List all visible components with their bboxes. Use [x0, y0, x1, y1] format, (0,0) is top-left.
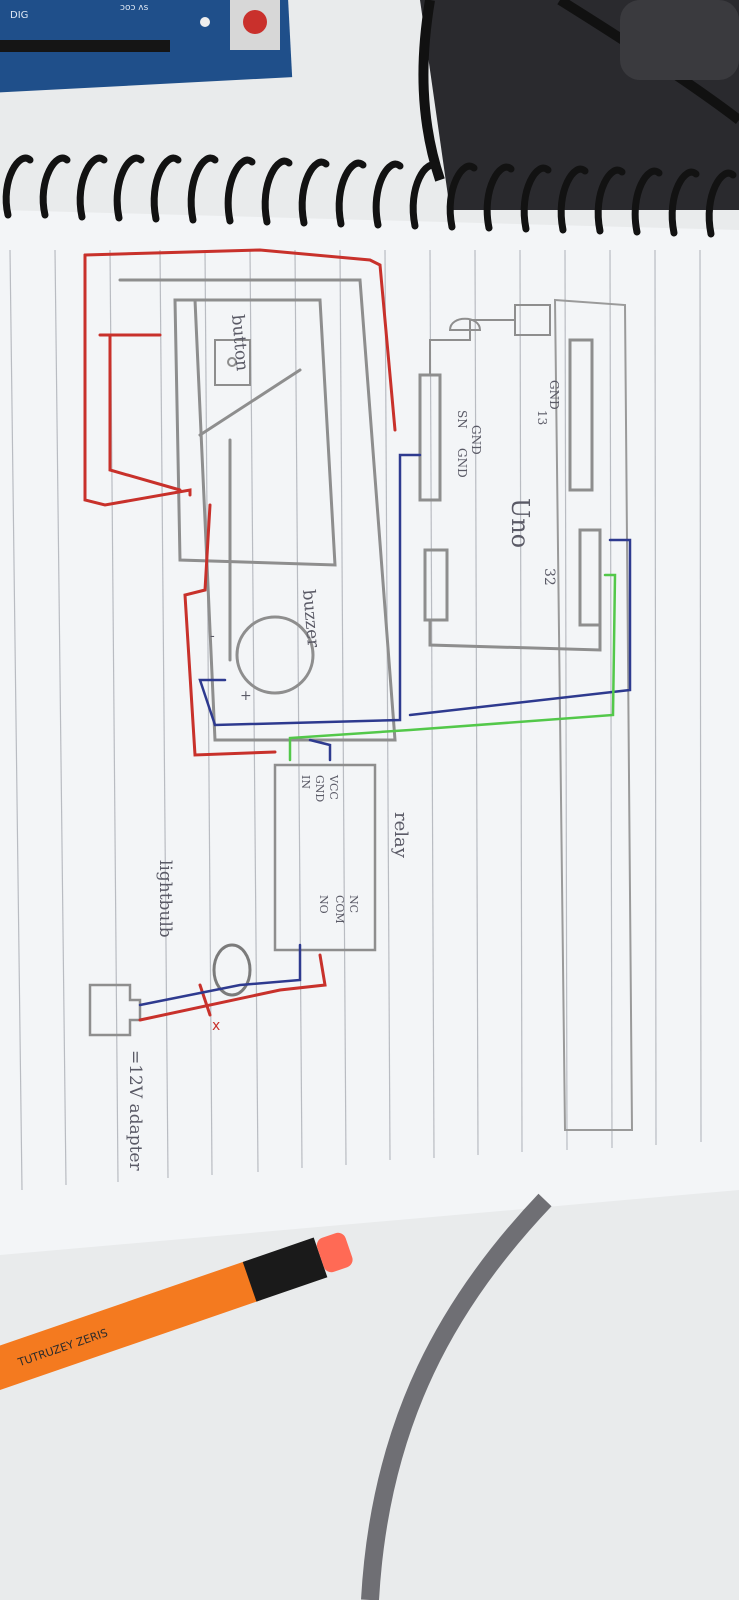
ruled-lines	[9, 249, 702, 1191]
adapter-label: =12V adapter	[125, 1050, 145, 1171]
relay-label: relay	[390, 812, 411, 859]
blue-wires	[138, 453, 632, 1007]
wiring-sketch	[88, 278, 634, 1131]
header-pin-gnd-2: GND	[455, 448, 469, 478]
plus-mark: +	[240, 688, 252, 704]
relay-pin-nc: NC	[347, 895, 360, 913]
board-small-label: ɔoɔ ʌs	[120, 3, 149, 13]
pin-label-32: 32	[541, 568, 557, 586]
arduino-board: DIG ɔoɔ ʌs	[0, 0, 293, 93]
lightbulb-label: lightbulb	[155, 860, 175, 938]
header-pin-gnd-1: GND	[469, 425, 483, 455]
relay-pin-in: IN	[299, 775, 312, 789]
grey-cable	[361, 1193, 552, 1600]
relay-pin-gnd: GND	[313, 775, 326, 802]
relay-pin-vcc: VCC	[327, 774, 340, 800]
buzzer-sketch	[235, 615, 315, 695]
minus-mark: -	[210, 628, 215, 644]
relay-pin-com: COM	[333, 895, 346, 924]
outer-frame-sketch	[118, 278, 397, 742]
lightbulb-sketch	[212, 943, 252, 997]
pin-label-13: 13	[535, 410, 549, 425]
pin-label-gnd: GND	[547, 380, 561, 410]
button-label: button	[227, 314, 252, 372]
uno-board-sketch	[553, 298, 634, 1131]
spiral-binding	[2, 154, 737, 238]
relay-pin-no: NO	[317, 895, 330, 914]
red-wires	[83, 248, 397, 1022]
breadboard-sketch	[173, 298, 337, 567]
mousepad	[418, 0, 739, 210]
button-sketch	[214, 339, 251, 386]
green-wire	[288, 573, 617, 762]
x-mark: x	[212, 1018, 220, 1034]
header-pin-sn: SN	[455, 410, 469, 429]
relay-sketch	[273, 763, 377, 952]
board-dig-label: DIG	[10, 10, 28, 21]
uno-label: Uno	[506, 498, 534, 548]
